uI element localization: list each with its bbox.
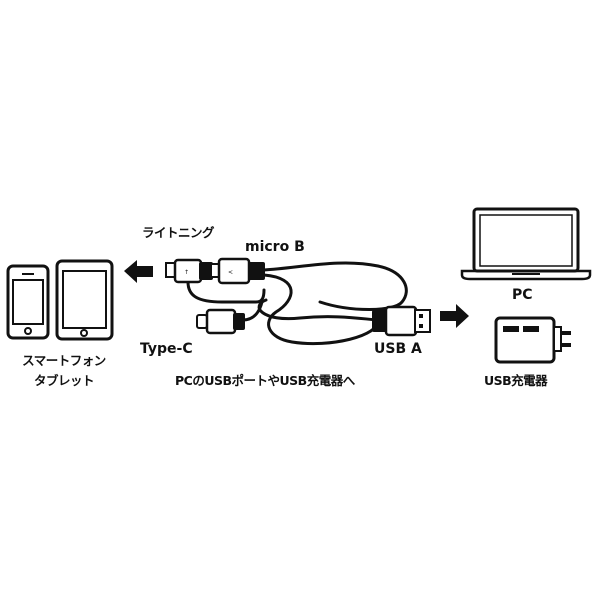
- smartphone-icon: [6, 264, 50, 340]
- smartphone-label: スマートフォン: [22, 353, 106, 368]
- tablet-icon: [55, 259, 114, 341]
- lightning-label: ライトニング: [142, 225, 215, 240]
- pc-label: PC: [512, 287, 533, 303]
- usb-charger-label: USB充電器: [484, 373, 548, 388]
- tablet-label: タブレット: [33, 373, 95, 388]
- micro-b-label: micro B: [245, 239, 305, 255]
- svg-text:↑: ↑: [184, 269, 189, 276]
- svg-text:<: <: [228, 269, 233, 276]
- arrow-right-icon: [440, 304, 469, 328]
- cable-icon: ↑ <: [165, 257, 431, 346]
- laptop-icon: [460, 207, 592, 281]
- usb-a-label: USB A: [374, 341, 422, 357]
- caption-label: PCのUSBポートやUSB充電器へ: [175, 373, 355, 388]
- type-c-label: Type-C: [140, 341, 193, 357]
- arrow-left-icon: [124, 260, 153, 283]
- usb-charger-icon: [494, 316, 571, 364]
